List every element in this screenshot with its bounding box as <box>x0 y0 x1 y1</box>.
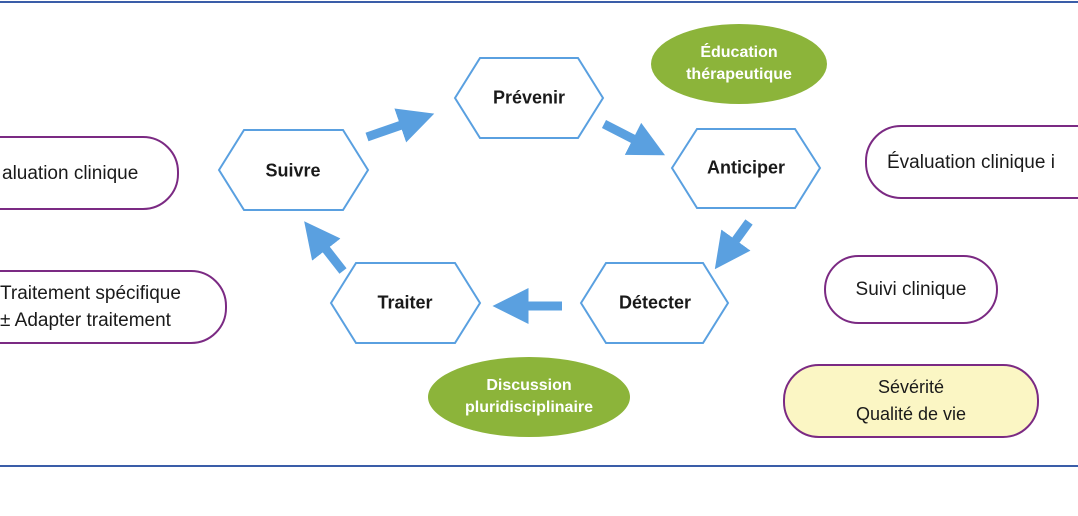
arrow-prevenir-anticiper <box>601 119 666 156</box>
discussion-line-2: pluridisciplinaire <box>464 399 594 416</box>
box-severite: Sévérité Qualité de vie <box>783 364 1039 438</box>
box-traitement-line-1: Traitement spécifique <box>0 283 181 304</box>
label-traiter: Traiter <box>377 292 433 313</box>
hex-detecter <box>579 262 730 344</box>
discussion-line-1: Discussion <box>486 377 572 394</box>
hex-suivre <box>217 129 370 211</box>
education-label: Éducation thérapeutique <box>686 42 792 86</box>
education-line-1: Éducation <box>700 44 778 61</box>
education-ellipse <box>651 24 827 104</box>
top-rule <box>0 1 1078 3</box>
discussion-ellipse <box>428 357 630 437</box>
box-suivi-clinique-text: Suivi clinique <box>855 279 967 300</box>
label-detecter: Détecter <box>618 292 692 313</box>
box-traitement-line-2: ± Adapter traitement <box>0 310 171 331</box>
box-evaluation-right-text: Évaluation clinique i <box>887 151 1055 173</box>
hex-anticiper <box>670 128 822 209</box>
box-severite-line-1: Sévérité <box>877 377 945 397</box>
box-evaluation-right: Évaluation clinique i <box>865 125 1078 199</box>
box-traitement: Traitement spécifique ± Adapter traiteme… <box>0 270 227 344</box>
arrow-suivre-prevenir <box>365 108 435 143</box>
box-severite-line-2: Qualité de vie <box>855 404 967 424</box>
label-prevenir: Prévenir <box>492 87 566 108</box>
education-line-2: thérapeutique <box>686 66 792 83</box>
label-anticiper: Anticiper <box>706 157 786 178</box>
arrow-anticiper-detecter <box>714 219 753 270</box>
label-suivre: Suivre <box>265 160 321 181</box>
hex-prevenir <box>453 57 605 139</box>
box-suivi-clinique: Suivi clinique <box>824 255 998 324</box>
discussion-label: Discussion pluridisciplinaire <box>465 375 593 419</box>
hex-traiter <box>329 262 482 344</box>
bottom-rule <box>0 465 1078 467</box>
box-evaluation-left-text: aluation clinique <box>2 162 139 184</box>
arrow-traiter-suivre <box>304 221 347 274</box>
box-evaluation-left: aluation clinique <box>0 136 179 210</box>
